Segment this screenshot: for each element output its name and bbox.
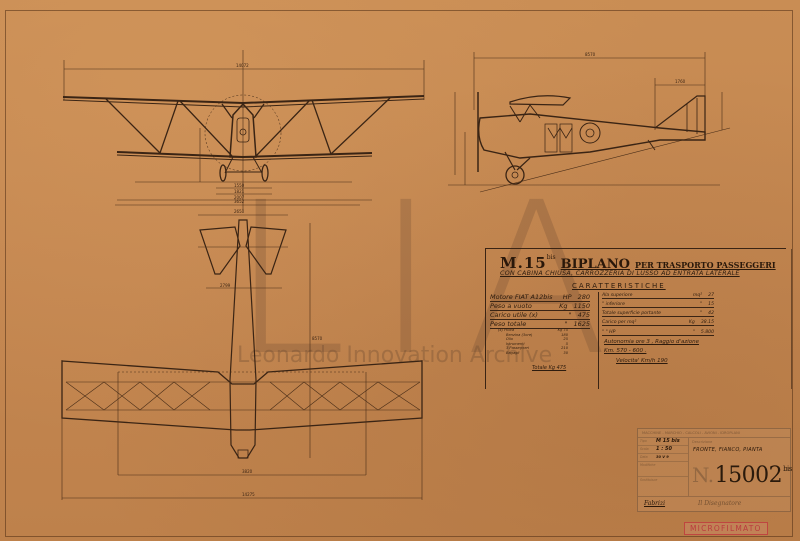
spec-row-empty-weight: Peso a vuoto Kg 1150	[490, 302, 590, 311]
spec-row-total-weight: Peso totale " 1625	[490, 320, 590, 329]
front-view: 14072	[62, 50, 425, 210]
svg-text:2799: 2799	[220, 283, 231, 288]
spec-heading: CARATTERISTICHE	[572, 282, 666, 290]
svg-text:2007: 2007	[234, 195, 245, 200]
characteristics-panel: M.15bis BIPLANO PER TRASPORTO PASSEGGERI…	[485, 248, 792, 389]
sheet-border	[5, 10, 793, 537]
signature-approver: Fabrizi	[644, 500, 666, 507]
svg-text:2650: 2650	[234, 209, 245, 214]
svg-text:14072: 14072	[236, 63, 249, 68]
microfilm-stamp: MICROFILMATO	[684, 522, 768, 535]
column-divider	[598, 292, 599, 389]
spec-title: M.15bis BIPLANO PER TRASPORTO PASSEGGERI	[500, 253, 776, 272]
spec-row-power-loading: " " HP"5.800	[602, 330, 714, 336]
svg-text:1760: 1760	[675, 79, 686, 84]
svg-text:1550: 1550	[234, 183, 245, 188]
model-suffix: bis	[546, 254, 556, 261]
spec-row-payload: Carico utile (x) " 475	[490, 311, 590, 320]
signature-row: Fabrizi Il Disegnatore	[638, 496, 790, 511]
svg-text:3652: 3652	[234, 199, 245, 204]
svg-text:14275: 14275	[242, 492, 255, 497]
drawing-number: N.15002bis	[692, 463, 792, 488]
title-block-header: MACCHINE - MARCHIO - CALCOLI - AVIONI - …	[638, 429, 790, 438]
svg-text:3820: 3820	[242, 469, 253, 474]
spec-row-engine: Motore FIAT A12bis HP 280	[490, 293, 590, 302]
aircraft-type: BIPLANO	[560, 257, 630, 272]
svg-text:1821: 1821	[234, 189, 245, 194]
drawing-description: FRONTE, FIANCO, PIANTA	[693, 447, 763, 453]
autonomy-text: Autonomia ore 3 , Raggio d'azione	[604, 339, 699, 345]
payload-total: Totale Kg 475	[532, 365, 567, 371]
watermark-text: Leonardo Innovation Archive	[237, 343, 553, 368]
signature-draftsman: Il Disegnatore	[698, 500, 742, 507]
watermark-logo: LIA	[230, 157, 637, 402]
side-view: 8570 1760	[448, 52, 731, 193]
description-label: Descrizione	[692, 440, 713, 444]
title-block: MACCHINE - MARCHIO - CALCOLI - AVIONI - …	[637, 428, 792, 512]
aircraft-purpose: PER TRASPORTO PASSEGGERI	[635, 260, 776, 270]
speed-text: Velocita' Km/h 190	[616, 358, 668, 364]
svg-text:8570: 8570	[312, 336, 323, 341]
model-name: M.15	[500, 254, 547, 272]
field-modifications: Modifiche	[638, 462, 688, 477]
panel-right-border	[791, 249, 792, 389]
spec-subtitle: CON CABINA CHIUSA, CARROZZERIA DI LUSSO …	[500, 270, 740, 277]
range-text: Km. 570 - 600 .	[604, 348, 647, 354]
plan-view: 3652 2650 2799 8570 3820 14275	[61, 199, 423, 500]
svg-text:8570: 8570	[585, 52, 596, 57]
note-row: Benzina (3ore)180	[506, 332, 568, 337]
spec-row-total-surface: Totale superficie portante"42	[602, 311, 714, 317]
field-replaces: Sostituisce	[640, 478, 658, 482]
spec-row-lower-wing: " inferiore"15	[602, 302, 714, 308]
